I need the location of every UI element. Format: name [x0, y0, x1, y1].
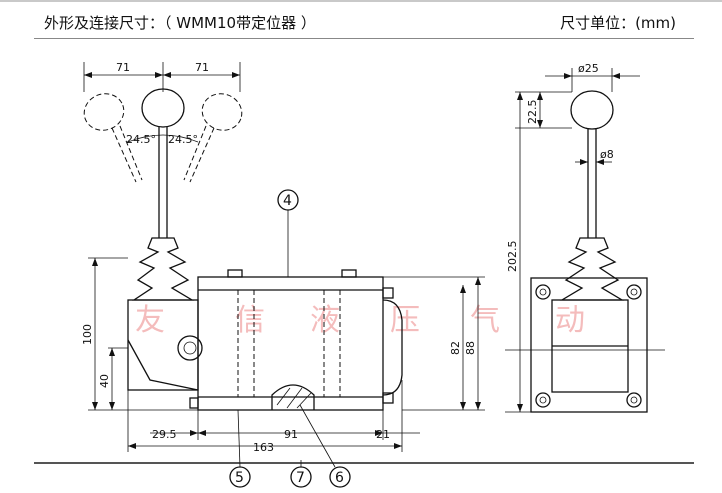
watermark-char-4: 压: [390, 303, 420, 338]
dim-stem-diameter: ø8: [600, 148, 614, 161]
dim-swing-left: 71: [116, 61, 130, 74]
dim-swing-right: 71: [195, 61, 209, 74]
watermark-char-3: 液: [310, 303, 340, 338]
dim-body-length: 91: [284, 428, 298, 441]
bottom-rule: [34, 462, 694, 464]
dim-offset-left: 29.5: [152, 428, 177, 441]
watermark-char-6: 动: [555, 303, 585, 338]
dim-height-total: 100: [81, 324, 94, 345]
dim-knob-diameter: ø25: [578, 62, 599, 75]
dim-overall-length: 163: [253, 441, 274, 454]
unit-label: 尺寸单位：(mm): [560, 14, 676, 32]
callout-5: 5: [235, 470, 244, 486]
dim-knob-height: 22.5: [526, 100, 539, 125]
dim-body-height-b: 88: [464, 341, 477, 355]
dim-total-height: 202.5: [506, 241, 519, 273]
watermark: 友 信 液 压 气 动: [135, 303, 585, 338]
dim-angle-right: 24.5°: [168, 133, 198, 146]
callout-7: 7: [296, 470, 305, 486]
dim-angle-left: 24.5°: [126, 133, 156, 146]
watermark-char-2: 信: [235, 303, 265, 338]
watermark-char-5: 气: [470, 303, 500, 338]
header-bar: 外形及连接尺寸：（ WMM10带定位器 ） 尺寸单位：(mm): [0, 0, 722, 38]
callout-4: 4: [283, 193, 292, 209]
callout-6: 6: [335, 470, 344, 486]
side-view: ø25 22.5 ø8 202.5: [505, 62, 665, 413]
drawing-title: 外形及连接尺寸：（ WMM10带定位器 ）: [44, 14, 316, 32]
watermark-char-1: 友: [135, 303, 165, 338]
front-view: 71 71 24.5° 24.5°: [81, 61, 485, 488]
dim-height-lower: 40: [98, 374, 111, 388]
dim-offset-right: 21: [376, 428, 390, 441]
top-rule: [34, 38, 694, 39]
dim-body-height-a: 82: [449, 341, 462, 355]
